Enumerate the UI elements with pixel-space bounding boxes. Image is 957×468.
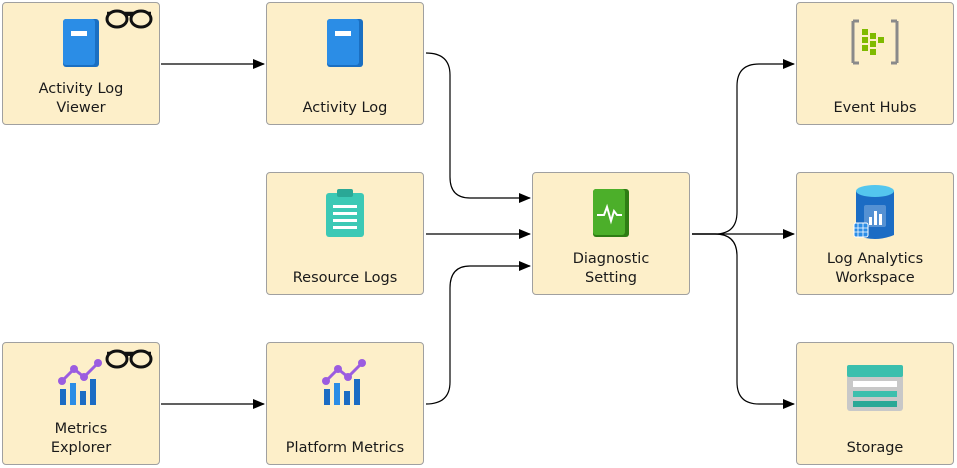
node-label: Log Analytics Workspace [826, 251, 924, 286]
edge-diagnostic-setting-to-storage [692, 233, 795, 409]
node-activity-log: Activity Log [266, 2, 424, 125]
metrics-chart-icon [267, 357, 423, 413]
book-icon [3, 17, 159, 73]
clipboard-icon [267, 187, 423, 243]
node-storage: Storage [796, 342, 954, 465]
edge-activity-log-to-diagnostic-setting [425, 52, 531, 203]
node-activity-log-viewer: Activity Log Viewer [2, 2, 160, 125]
log-analytics-icon [797, 183, 953, 239]
edge-diagnostic-setting-to-event-hubs [692, 59, 795, 235]
node-label: Activity Log [302, 100, 388, 116]
node-label: Resource Logs [292, 270, 398, 286]
event-hubs-icon [797, 17, 953, 73]
glasses-icon [105, 349, 153, 375]
node-label: Activity Log Viewer [38, 81, 124, 116]
storage-icon [797, 363, 953, 419]
node-label: Diagnostic Setting [572, 251, 650, 286]
diagnostic-book-icon [533, 187, 689, 243]
node-resource-logs: Resource Logs [266, 172, 424, 295]
node-metrics-explorer: Metrics Explorer [2, 342, 160, 465]
edge-platform-metrics-to-diagnostic-setting [425, 261, 531, 405]
metrics-chart-icon [3, 357, 159, 413]
node-label: Event Hubs [833, 100, 917, 116]
glasses-icon [105, 9, 153, 35]
node-label: Storage [846, 440, 904, 456]
node-label: Platform Metrics [285, 440, 405, 456]
node-label: Metrics Explorer [50, 421, 112, 456]
node-event-hubs: Event Hubs [796, 2, 954, 125]
node-platform-metrics: Platform Metrics [266, 342, 424, 465]
node-log-analytics-workspace: Log Analytics Workspace [796, 172, 954, 295]
book-icon [267, 17, 423, 73]
node-diagnostic-setting: Diagnostic Setting [532, 172, 690, 295]
